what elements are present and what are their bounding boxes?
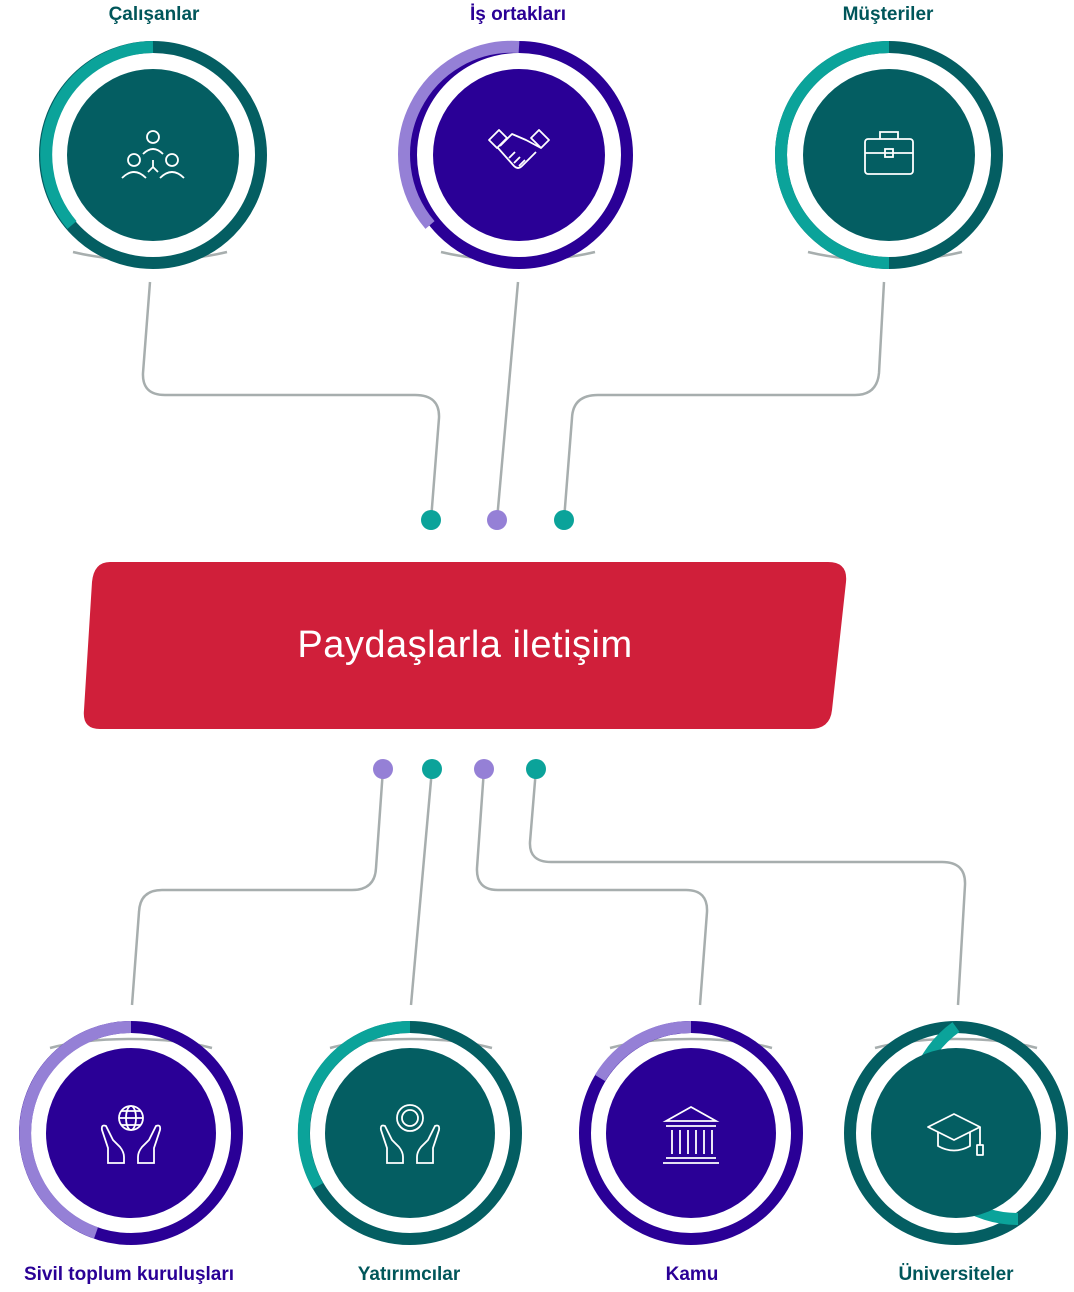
node-kamu <box>579 1020 803 1245</box>
node-circle <box>871 1048 1041 1218</box>
node-ring-accent <box>775 41 890 269</box>
label-calisanlar: Çalışanlar <box>108 4 200 25</box>
node-ring-accent <box>594 1020 692 1082</box>
node-is-ortaklari <box>398 40 633 269</box>
connector-dot <box>422 759 442 779</box>
graduation-cap-icon <box>927 1113 984 1156</box>
node-universiteler <box>844 1021 1068 1245</box>
label-musteriler: Müşteriler <box>842 4 934 25</box>
node-circle <box>325 1048 495 1218</box>
connector-dot <box>526 759 546 779</box>
hands-globe-icon <box>100 1105 162 1164</box>
connector-calisanlar <box>141 281 441 521</box>
node-ring-accent <box>297 1020 411 1189</box>
label-kamu: Kamu <box>665 1264 719 1285</box>
people-network-icon <box>121 130 185 179</box>
connector-dot <box>474 759 494 779</box>
center-box <box>83 562 847 729</box>
label-sivil-toplum: Sivil toplum kuruluşları <box>23 1264 235 1285</box>
connector-musteriler <box>562 281 886 521</box>
center-title: Paydaşlarla iletişim <box>297 624 633 666</box>
connectors <box>130 281 967 1006</box>
connector-is-ortaklari <box>495 281 520 521</box>
node-circle <box>46 1048 216 1218</box>
connector-universiteler <box>528 768 967 1006</box>
connector-dot <box>421 510 441 530</box>
node-ring-accent <box>40 41 154 229</box>
government-building-icon <box>662 1105 720 1164</box>
hands-coin-icon <box>379 1104 441 1164</box>
handshake-icon <box>488 129 550 169</box>
label-universiteler: Üniversiteler <box>898 1264 1014 1285</box>
connector-dot <box>487 510 507 530</box>
node-circle <box>606 1048 776 1218</box>
connector-dot <box>554 510 574 530</box>
node-circle <box>433 69 605 241</box>
node-ring-accent <box>19 1021 132 1239</box>
node-musteriler <box>775 41 1003 269</box>
connector-kamu <box>475 768 709 1006</box>
node-circle <box>67 69 239 241</box>
node-circle <box>803 69 975 241</box>
node-calisanlar <box>39 41 267 269</box>
node-sivil-toplum <box>19 1021 243 1245</box>
connector-sivil-toplum <box>130 768 385 1006</box>
node-yatirimcilar <box>297 1020 522 1245</box>
label-is-ortaklari: İş ortakları <box>469 4 567 25</box>
label-yatirimcilar: Yatırımcılar <box>357 1264 461 1285</box>
briefcase-icon <box>864 131 914 175</box>
connector-yatirimcilar <box>409 768 434 1006</box>
node-ring-accent <box>398 40 520 229</box>
connector-dot <box>373 759 393 779</box>
